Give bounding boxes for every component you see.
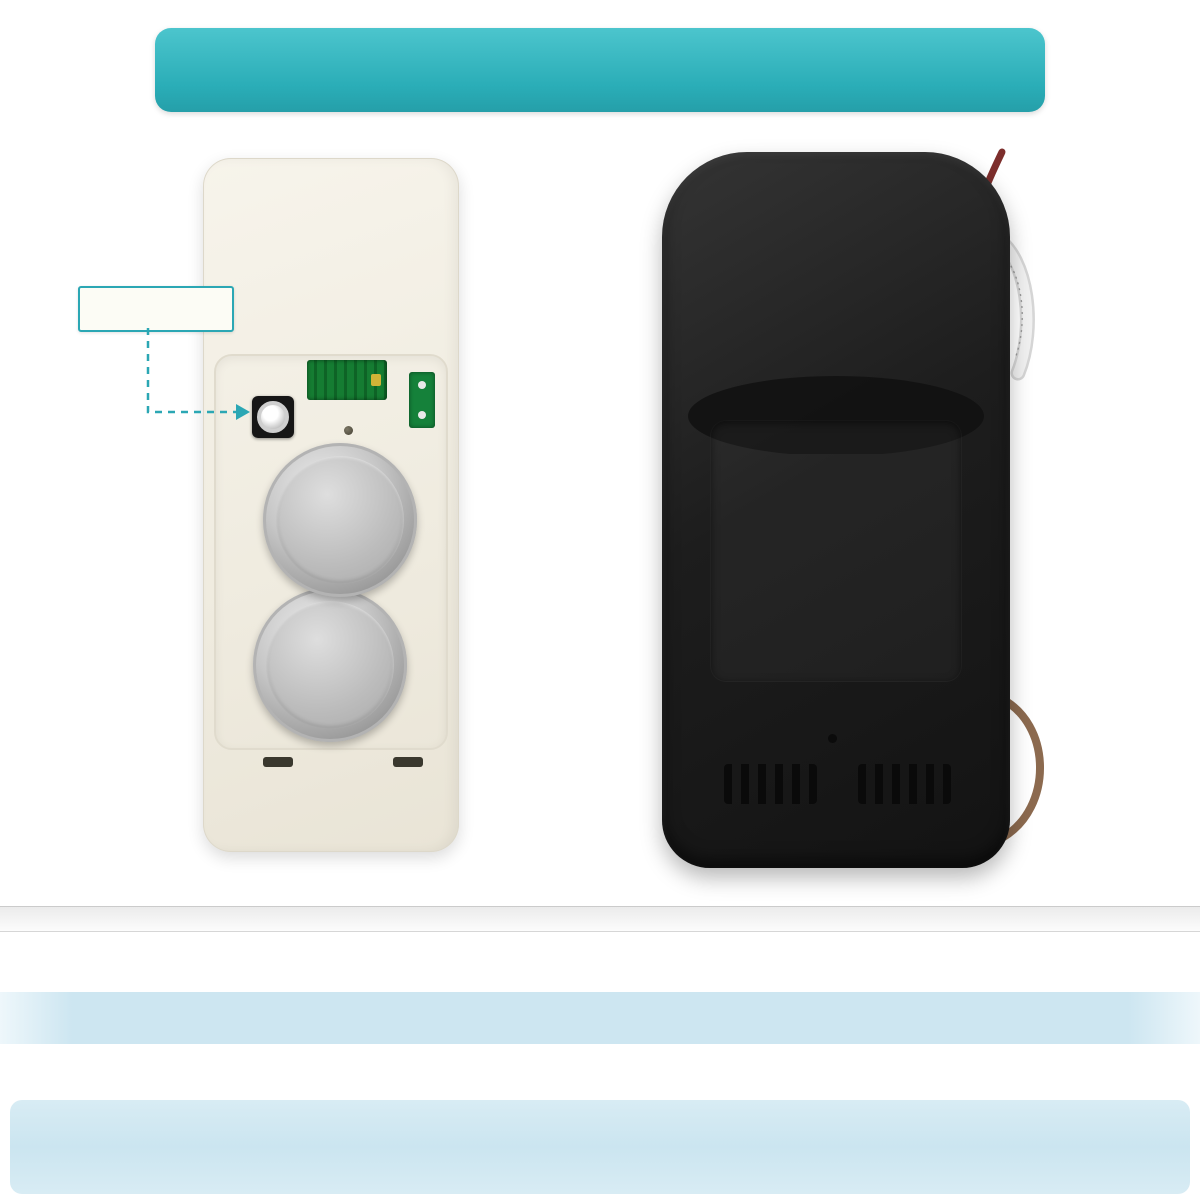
learn-button-ring [257,401,289,433]
case-slot [393,757,423,767]
remote-control-back [203,158,459,852]
case-slot [263,757,293,767]
battery-compartment [214,354,448,750]
learn-button [252,396,294,438]
code-connector [409,372,435,428]
receiver-bottom-vents [724,764,817,804]
receiver-vents [688,376,984,454]
screw [344,426,353,435]
receiver-unit [650,138,1050,880]
battery-cr2032-bottom [253,588,407,742]
receiver-body [662,152,1010,868]
steps-bar [0,992,1200,1044]
title-banner [155,28,1045,112]
receiver-bottom-vents [858,764,951,804]
learn-function-bar [10,1100,1190,1194]
battery-cr2032-top [263,443,417,597]
divider [0,906,1200,932]
screw-dimple [828,734,837,743]
learn-key-callout [78,286,234,332]
pcb-board [307,360,387,400]
receiver-label-panel [710,420,962,682]
